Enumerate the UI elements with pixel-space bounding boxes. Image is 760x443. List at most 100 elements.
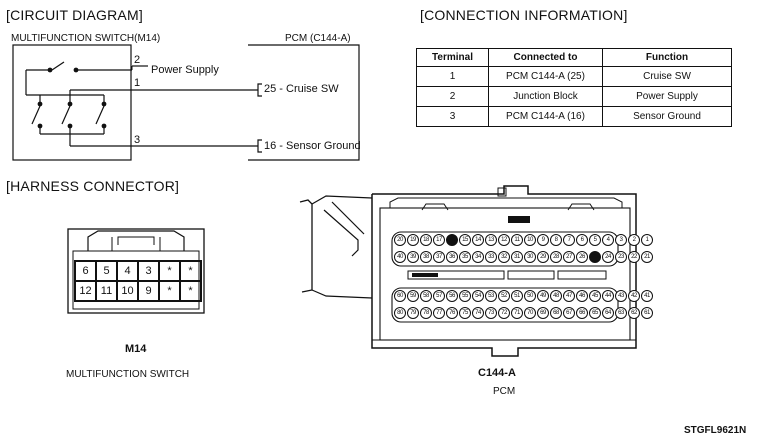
cell-connected-to: Junction Block [488,86,603,107]
pcm-pin: 36 [446,251,458,263]
table-row: 3 PCM C144-A (16) Sensor Ground [416,106,732,127]
pcm-pin: 19 [407,234,419,246]
pin-1-label: 1 [134,77,141,89]
pcm-pin: 23 [615,251,627,263]
pcm-pin: 59 [407,290,419,302]
m14-pin: * [159,261,180,281]
header-function: Function [602,48,732,67]
pcm-pin: 48 [550,290,562,302]
m14-pin: 9 [138,281,159,301]
pcm-pin: 8 [550,234,562,246]
pcm-pin: 52 [498,290,510,302]
m14-name-label: MULTIFUNCTION SWITCH [66,369,190,380]
pcm-pin: 61 [641,307,653,319]
pcm-code-label: C144-A [478,367,516,379]
pcm-pin: 45 [589,290,601,302]
pcm-pin: 28 [550,251,562,263]
pcm-pin: 76 [446,307,458,319]
cell-function: Sensor Ground [602,106,732,127]
cruise-sw-label: 25 - Cruise SW [264,83,339,95]
pcm-pin: 35 [459,251,471,263]
pin-3-label: 3 [134,134,141,146]
pcm-pin: 32 [498,251,510,263]
m14-pin: 5 [96,261,117,281]
pcm-pin: 20 [394,234,406,246]
pcm-pin: 22 [628,251,640,263]
pcm-pin: 31 [511,251,523,263]
pcm-pin: 21 [641,251,653,263]
pcm-pin: 51 [511,290,523,302]
pcm-pin: 57 [433,290,445,302]
pcm-pin: 65 [589,307,601,319]
m14-pin: * [180,281,201,301]
m14-code-label: M14 [125,343,147,355]
m14-pin-grid: 6 5 4 3 * * 12 11 10 9 * * [74,260,202,302]
pcm-pin: 41 [641,290,653,302]
pcm-pin: 39 [407,251,419,263]
m14-pin: 3 [138,261,159,281]
pcm-pin: 74 [472,307,484,319]
pcm-pin: 10 [524,234,536,246]
pcm-pin: 80 [394,307,406,319]
m14-pin: 4 [117,261,138,281]
pcm-name-label: PCM (C144-A) [285,33,351,44]
pcm-pin: 1 [641,234,653,246]
pcm-pin: 70 [524,307,536,319]
power-supply-label: Power Supply [151,64,219,76]
cell-function: Cruise SW [602,66,732,87]
pcm-pin: 29 [537,251,549,263]
pcm-pin: 7 [563,234,575,246]
header-terminal: Terminal [416,48,489,67]
pcm-pin: 27 [563,251,575,263]
pcm-pin: 44 [602,290,614,302]
sensor-ground-label: 16 - Sensor Ground [264,140,361,152]
pcm-pin: 6 [576,234,588,246]
pcm-pin: 73 [485,307,497,319]
cell-connected-to: PCM C144-A (25) [488,66,603,87]
pcm-pin: 37 [433,251,445,263]
pcm-pin: 78 [420,307,432,319]
pcm-pin: 49 [537,290,549,302]
pcm-pin: 34 [472,251,484,263]
pcm-connector [299,185,637,357]
pcm-pin: 67 [563,307,575,319]
pcm-pin: 64 [602,307,614,319]
table-row: 1 PCM C144-A (25) Cruise SW [416,66,732,87]
cell-function: Power Supply [602,86,732,107]
pcm-pin: 18 [420,234,432,246]
pcm-pin: 79 [407,307,419,319]
pcm-pin: 5 [589,234,601,246]
m14-pin: 6 [75,261,96,281]
pcm-pin: 43 [615,290,627,302]
pcm-pin: 63 [615,307,627,319]
m14-pin: * [180,261,201,281]
pcm-pin: 55 [459,290,471,302]
m14-pin: * [159,281,180,301]
pcm-pin: 60 [394,290,406,302]
pcm-pin: 9 [537,234,549,246]
pcm-pin: 26 [576,251,588,263]
pcm-pin: 25 [589,251,601,263]
pcm-pin: 68 [550,307,562,319]
pcm-pin: 66 [576,307,588,319]
pcm-pin: 2 [628,234,640,246]
pcm-pin: 62 [628,307,640,319]
switch-name-label: MULTIFUNCTION SWITCH(M14) [11,33,161,44]
pcm-pin: 53 [485,290,497,302]
pcm-pin: 69 [537,307,549,319]
pcm-pin: 16 [446,234,458,246]
pcm-pin: 42 [628,290,640,302]
pcm-pin: 15 [459,234,471,246]
pcm-pin: 72 [498,307,510,319]
pcm-pin: 50 [524,290,536,302]
circuit-schematic [12,44,360,161]
pin-2-label: 2 [134,54,141,66]
connection-table: Terminal Connected to Function 1 PCM C14… [416,48,732,127]
pcm-pin: 33 [485,251,497,263]
cell-terminal: 2 [416,86,489,107]
cell-terminal: 3 [416,106,489,127]
